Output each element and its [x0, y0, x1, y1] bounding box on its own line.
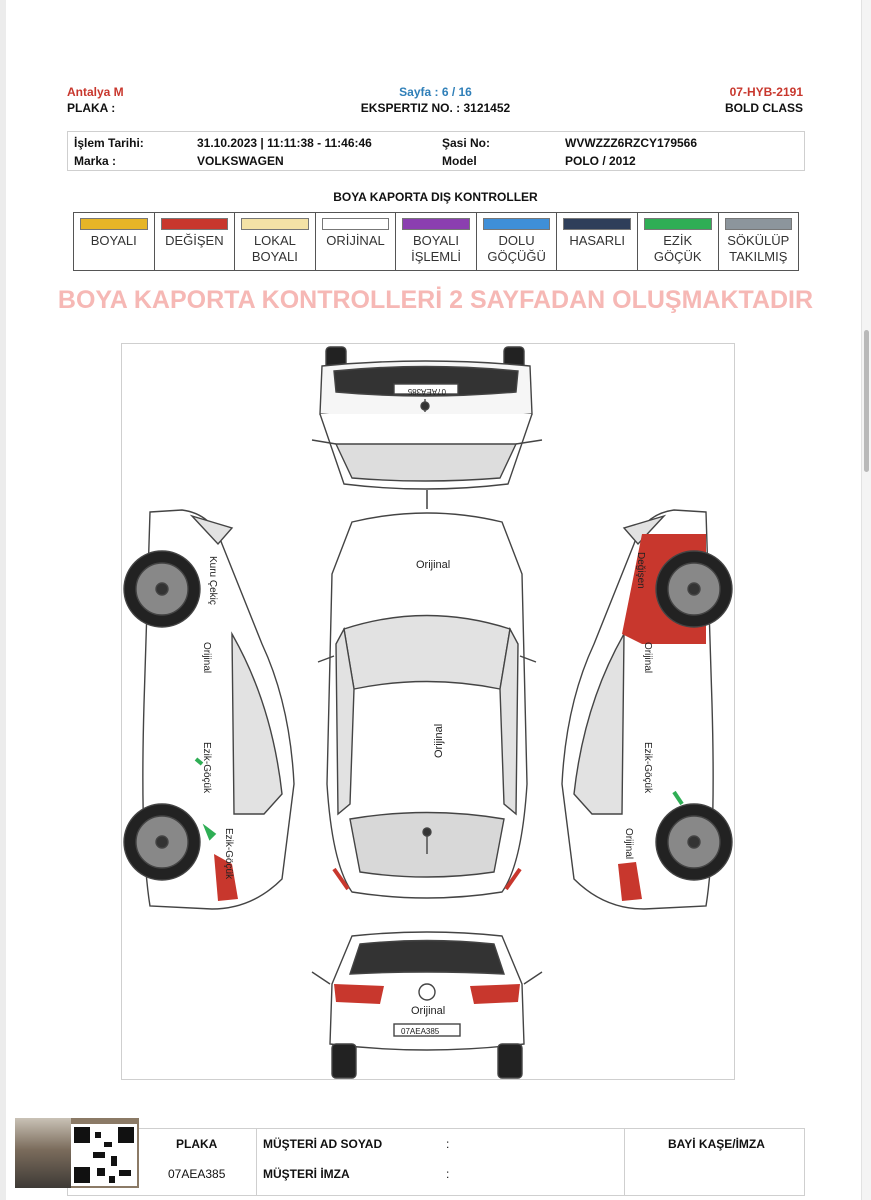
section-title: BOYA KAPORTA DIŞ KONTROLLER [333, 190, 538, 204]
rear-label: Orijinal [411, 1005, 445, 1017]
plaka-label: PLAKA : [67, 101, 116, 115]
car-left-side-view [123, 509, 295, 910]
car-right-side-view [561, 509, 733, 910]
model-label: Model [442, 154, 477, 168]
scrollbar[interactable] [861, 0, 871, 1200]
notice-banner: BOYA KAPORTA KONTROLLERİ 2 SAYFADAN OLUŞ… [57, 286, 814, 314]
brand-value: VOLKSWAGEN [197, 154, 284, 168]
table-divider [256, 1129, 257, 1195]
legend-label: BOYALI [90, 233, 137, 248]
qr-code-thumbnail [15, 1118, 139, 1188]
report-code: 07-HYB-2191 [729, 85, 803, 99]
car-front-view [311, 931, 543, 1079]
customer-name-label: MÜŞTERİ AD SOYAD [263, 1137, 383, 1151]
roof-label: Orijinal [433, 724, 445, 758]
car-top-view [317, 512, 537, 899]
legend-item: ORİJİNAL [316, 213, 397, 270]
expertiz-number: EKSPERTIZ NO. : 3121452 [360, 101, 511, 115]
car-rear-top-view [311, 346, 543, 490]
legend-item: BOYALI [74, 213, 155, 270]
legend-swatch [563, 218, 631, 230]
legend-swatch [482, 218, 551, 230]
date-label: İşlem Tarihi: [74, 136, 144, 150]
right-fender-label: Değişen [635, 552, 646, 589]
company-name: Antalya M [67, 85, 124, 99]
vehicle-info-box: İşlem Tarihi: 31.10.2023 | 11:11:38 - 11… [67, 131, 805, 171]
model-value: POLO / 2012 [565, 154, 636, 168]
legend-item: HASARLI [557, 213, 638, 270]
customer-sign-label: MÜŞTERİ İMZA [263, 1167, 350, 1181]
legend-swatch [402, 218, 470, 230]
chassis-label: Şasi No: [442, 136, 491, 150]
signature-table: PLAKA 07AEA385 MÜŞTERİ AD SOYAD MÜŞTERİ … [67, 1128, 805, 1196]
legend-swatch [724, 218, 793, 230]
customer-sign-value: : [446, 1167, 450, 1181]
legend-label: HASARLI [569, 233, 625, 248]
right-door-label: Orijinal [642, 642, 653, 673]
rear-plate: 07AEA385 [407, 387, 446, 396]
legend-swatch [160, 218, 229, 230]
chassis-value: WVWZZZ6RZCY179566 [565, 136, 698, 150]
legend-swatch [643, 218, 712, 230]
storefront-photo [15, 1118, 71, 1188]
legend-swatch [80, 218, 148, 230]
left-rear-door-label: Ezik-Göçük [201, 742, 212, 794]
legend-item: DEĞİŞEN [155, 213, 236, 270]
qr-code-icon [71, 1124, 137, 1186]
customer-name-value: : [446, 1137, 450, 1151]
front-plate: 07AEA385 [401, 1027, 440, 1036]
brand-label: Marka : [74, 154, 117, 168]
left-fender-label: Kuru Çekiç [207, 556, 218, 605]
legend-label: DEĞİŞEN [165, 233, 224, 248]
table-divider [624, 1129, 625, 1195]
legend-label: ORİJİNAL [326, 233, 385, 248]
hood-label: Orijinal [416, 559, 450, 571]
scrollbar-thumb[interactable] [864, 330, 869, 472]
car-damage-diagram: 07AEA385 Orijinal Orijinal Orijinal 07AE… [121, 343, 735, 1080]
package-name: BOLD CLASS [725, 101, 803, 115]
left-quarter-label: Ezik-Göçük [223, 828, 234, 880]
footer-plaka-value: 07AEA385 [168, 1167, 226, 1181]
left-door-label: Orijinal [201, 642, 212, 673]
legend-swatch [321, 218, 390, 230]
legend-swatch [241, 218, 309, 230]
dealer-stamp-label: BAYİ KAŞE/İMZA [668, 1137, 765, 1151]
page-indicator: Sayfa : 6 / 16 [399, 85, 472, 99]
footer-plaka-label: PLAKA [176, 1137, 218, 1151]
right-rear-door-label: Ezik-Göçük [642, 742, 653, 794]
date-value: 31.10.2023 | 11:11:38 - 11:46:46 [197, 136, 372, 150]
right-quarter-label: Orijinal [623, 828, 634, 859]
